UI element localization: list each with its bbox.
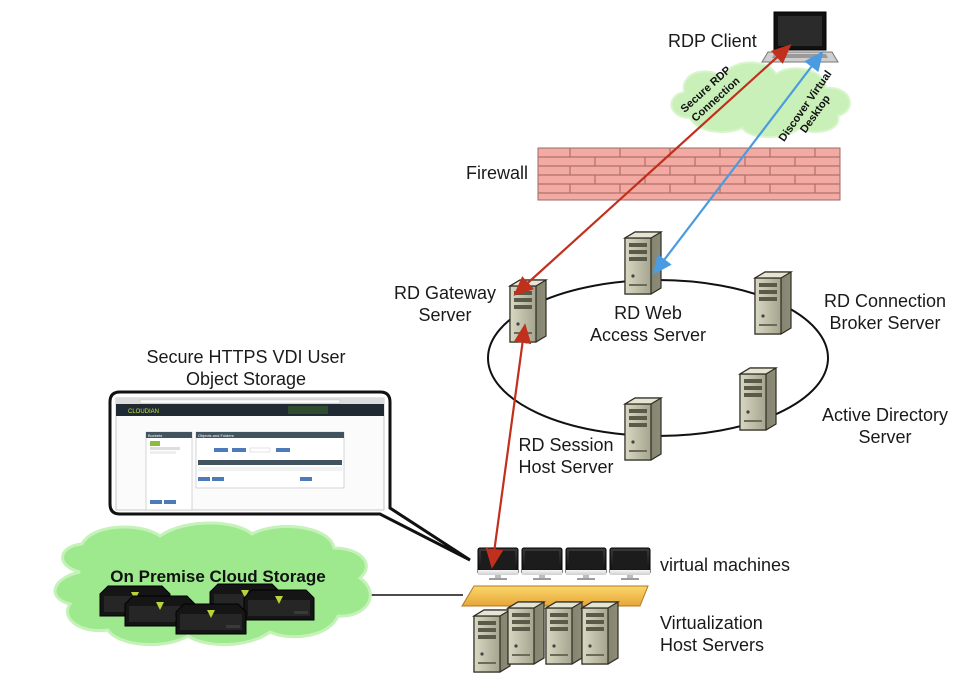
active-directory-server-icon <box>739 367 777 431</box>
storage-appliance-icon <box>175 603 247 635</box>
object-storage-label: Secure HTTPS VDI User Object Storage <box>106 346 386 390</box>
host-server-icon <box>581 601 619 665</box>
vm-monitor-icon <box>521 547 563 581</box>
host-servers-group <box>473 601 619 673</box>
object-storage-callout: CLOUDIAN Buckets Objects and Folders <box>108 390 471 562</box>
host-server-icon <box>545 601 583 665</box>
object-storage-label-line1: Secure HTTPS VDI User <box>146 347 346 367</box>
rd-gateway-label-line1: RD Gateway <box>393 283 497 303</box>
virtualization-hosts-label-line2: Host Servers <box>660 635 765 655</box>
rd-connection-broker-label: RD Connection Broker Server <box>812 290 958 334</box>
object-storage-label-line2: Object Storage <box>185 369 307 389</box>
firewall-icon <box>537 147 841 201</box>
on-premise-label: On Premise Cloud Storage <box>110 567 325 586</box>
virtual-machines-label: virtual machines <box>660 555 791 575</box>
rd-connection-broker-server-icon <box>754 271 792 335</box>
active-directory-label-line1: Active Directory <box>821 405 949 425</box>
rd-web-access-label: RD Web Access Server <box>580 302 716 346</box>
rd-session-host-label-line1: RD Session <box>518 435 614 455</box>
rd-gateway-server-icon <box>509 279 547 343</box>
active-directory-label: Active Directory Server <box>808 404 962 448</box>
rdp-client-label: RDP Client <box>668 31 757 51</box>
rd-web-access-label-line1: RD Web <box>614 303 682 323</box>
gateway-to-hosts-arrow <box>485 323 532 569</box>
rd-session-host-label-line2: Host Server <box>518 457 614 477</box>
storage-appliance-icon <box>243 589 315 621</box>
host-server-icon <box>473 609 511 673</box>
rd-session-host-server-icon <box>624 397 662 461</box>
screenshot-sidebar-title: Buckets <box>148 433 162 438</box>
discover-virtual-desktop-arrow <box>652 51 824 275</box>
screenshot-main-title: Objects and Folders <box>198 433 234 438</box>
vm-monitor-icon <box>565 547 607 581</box>
rd-gateway-label-line2: Server <box>418 305 472 325</box>
rd-web-access-server-icon <box>624 231 662 295</box>
virtualization-hosts-label-line1: Virtualization <box>660 613 763 633</box>
active-directory-label-line2: Server <box>858 427 912 447</box>
firewall-label: Firewall <box>466 163 529 183</box>
virtual-machines-group <box>477 547 651 581</box>
vm-monitor-icon <box>609 547 651 581</box>
rd-connection-broker-label-line1: RD Connection <box>823 291 947 311</box>
virtualization-hosts-label: Virtualization Host Servers <box>660 612 764 656</box>
host-shelf <box>461 585 649 607</box>
rd-connection-broker-label-line2: Broker Server <box>829 313 941 333</box>
host-server-icon <box>507 601 545 665</box>
rd-gateway-label: RD Gateway Server <box>386 282 504 326</box>
rd-session-host-label: RD Session Host Server <box>506 434 626 478</box>
screenshot-brand: CLOUDIAN <box>128 409 159 415</box>
vm-monitor-icon <box>477 547 519 581</box>
rd-web-access-label-line2: Access Server <box>589 325 707 345</box>
laptop-icon <box>761 11 839 63</box>
